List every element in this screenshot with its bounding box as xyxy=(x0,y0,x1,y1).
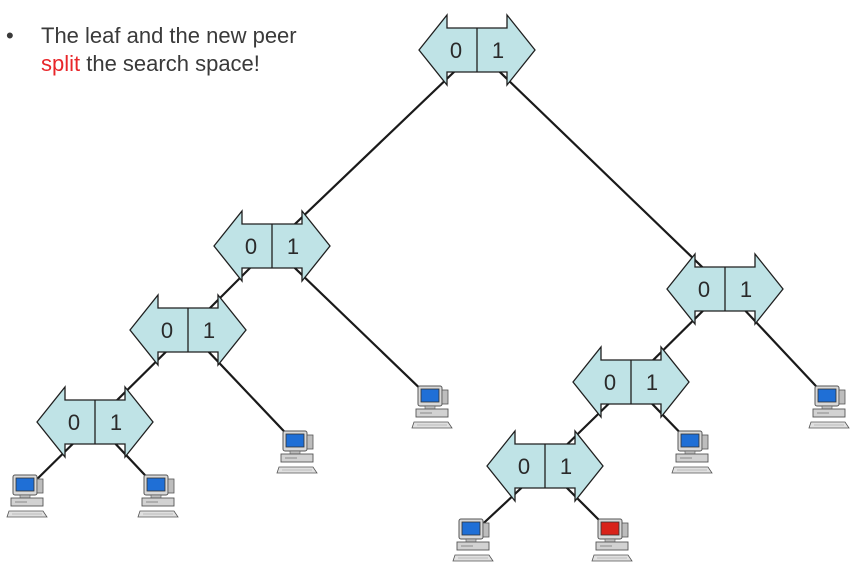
node-label-right: 1 xyxy=(740,277,752,302)
node-label-left: 0 xyxy=(604,370,616,395)
computer-icon xyxy=(276,430,318,474)
node-label-left: 0 xyxy=(161,318,173,343)
computer-icon xyxy=(411,385,453,429)
computer-icon xyxy=(6,474,48,518)
bullet-line-1: The leaf and the new peer xyxy=(41,23,297,48)
computer-icon xyxy=(591,518,633,562)
node-label-right: 1 xyxy=(560,454,572,479)
computer-icon xyxy=(671,430,713,474)
node-label-right: 1 xyxy=(203,318,215,343)
bullet-line-2-rest: the search space! xyxy=(80,51,260,76)
tree-edge-l-peer-l-1 xyxy=(271,245,433,401)
node-label-left: 0 xyxy=(450,38,462,63)
node-label-right: 1 xyxy=(110,410,122,435)
node-label-right: 1 xyxy=(646,370,658,395)
node-label-left: 0 xyxy=(68,410,80,435)
node-label-right: 1 xyxy=(492,38,504,63)
bullet-line-2: split the search space! xyxy=(6,50,366,78)
node-label-left: 0 xyxy=(245,234,257,259)
bullet-text: • The leaf and the new peer split the se… xyxy=(6,22,366,78)
tree-peers xyxy=(6,385,850,562)
computer-icon xyxy=(137,474,179,518)
computer-icon xyxy=(808,385,850,429)
node-label-left: 0 xyxy=(518,454,530,479)
tree-edge-root-l xyxy=(271,49,478,247)
node-label-right: 1 xyxy=(287,234,299,259)
tree-edge-root-r xyxy=(476,49,726,290)
computer-icon xyxy=(452,518,494,562)
node-label-left: 0 xyxy=(698,277,710,302)
accent-word-split: split xyxy=(41,51,81,76)
bullet-marker: • xyxy=(6,23,14,48)
